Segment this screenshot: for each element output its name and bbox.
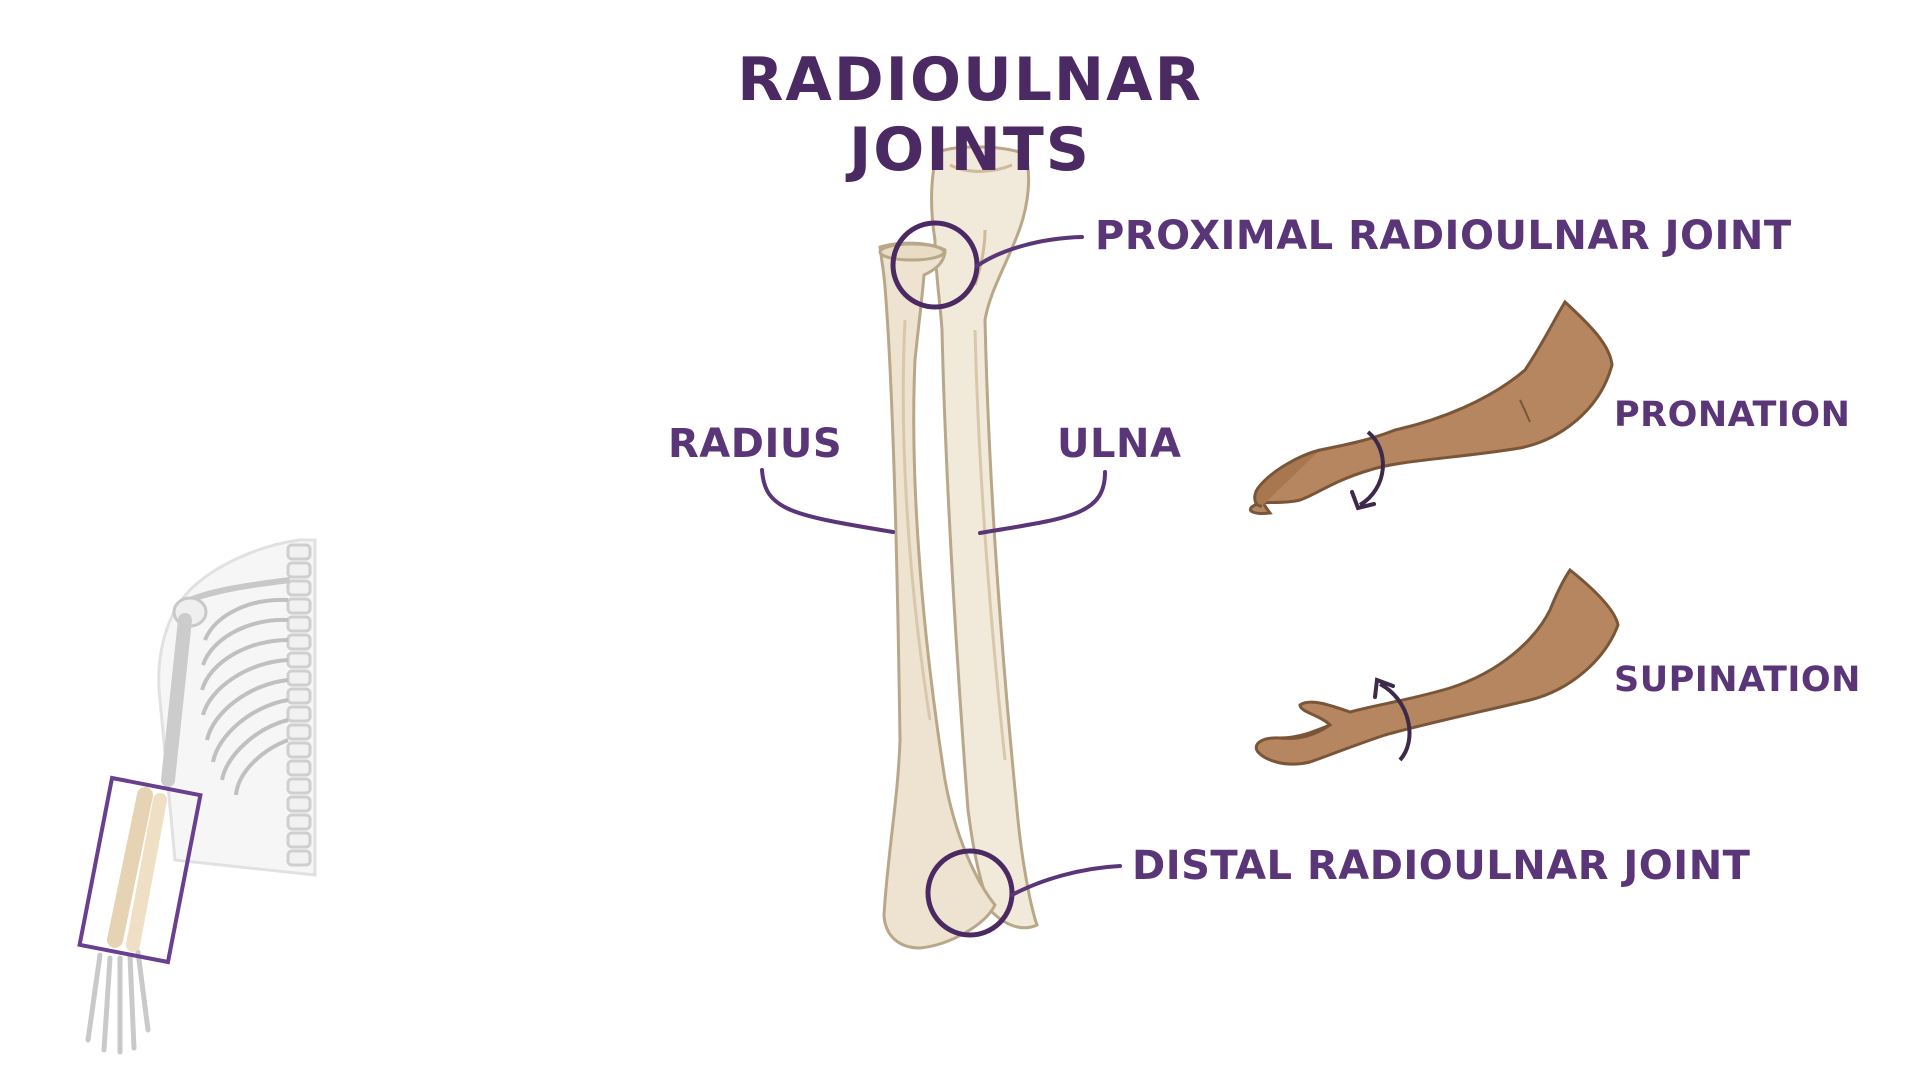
skeleton-thumbnail-icon <box>85 538 317 1055</box>
distal-joint-label: DISTAL RADIOULNAR JOINT <box>1132 843 1751 889</box>
forearm-bones-illustration <box>878 145 1039 950</box>
forearm-supination-icon <box>1254 567 1620 766</box>
page-title: RADIOULNAR JOINTS <box>737 45 1203 185</box>
radius-label: RADIUS <box>668 421 843 467</box>
radius-bone <box>878 241 997 950</box>
pronation-label: PRONATION <box>1614 395 1851 435</box>
proximal-leader-line <box>975 235 1084 268</box>
thumbnail-forearm-bones <box>107 787 167 952</box>
supination-label: SUPINATION <box>1614 660 1861 700</box>
radius-leader-line <box>760 468 895 534</box>
proximal-joint-label: PROXIMAL RADIOULNAR JOINT <box>1095 213 1792 259</box>
distal-leader-line <box>1010 864 1122 897</box>
ulna-label: ULNA <box>1057 421 1182 467</box>
thumbnail-highlight-box <box>77 775 203 965</box>
ulna-leader-line <box>978 470 1107 535</box>
forearm-pronation-icon <box>1249 299 1614 515</box>
